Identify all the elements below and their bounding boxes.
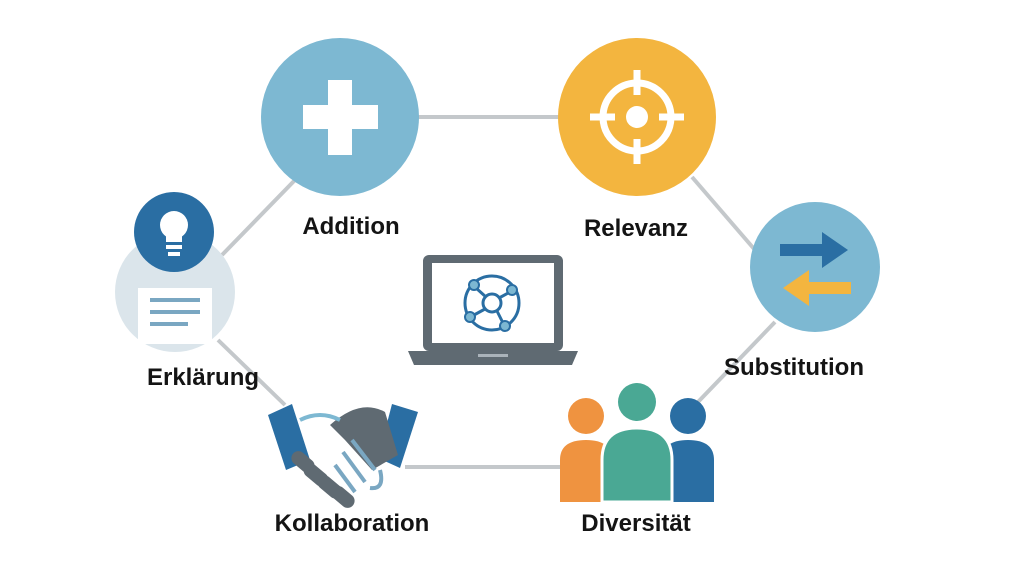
- connector-erklaerung-kollaboration: [216, 338, 287, 407]
- node-label-addition: Addition: [302, 213, 400, 240]
- node-label-erklaerung: Erklärung: [146, 364, 260, 391]
- node-label-substitution: Substitution: [724, 354, 864, 381]
- node-label-kollaboration: Kollaboration: [274, 510, 430, 537]
- people-group-icon: [560, 383, 714, 504]
- swap-arrows-icon: [750, 202, 880, 332]
- target-icon: [558, 38, 716, 196]
- connector-substitution-diversitaet: [696, 320, 777, 404]
- connectors: [216, 115, 777, 469]
- node-label-relevanz: Relevanz: [583, 215, 689, 242]
- laptop-network-icon: [408, 255, 578, 365]
- lightbulb-document-icon: [115, 192, 235, 352]
- node-label-diversitaet: Diversität: [581, 510, 691, 537]
- connector-addition-erklaerung: [220, 178, 297, 257]
- connector-relevanz-substitution: [690, 175, 757, 252]
- plus-icon: [261, 38, 419, 196]
- handshake-icon: [268, 404, 418, 508]
